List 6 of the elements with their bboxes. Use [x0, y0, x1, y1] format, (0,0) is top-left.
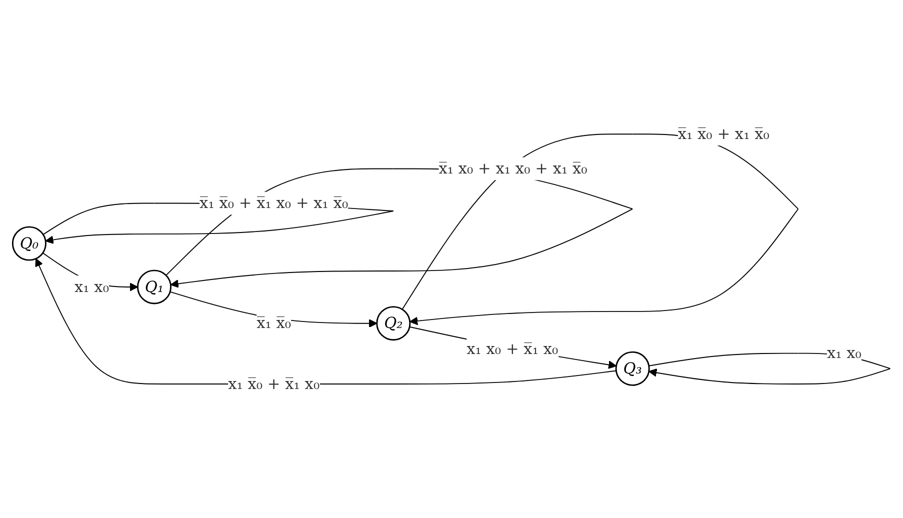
state-circle: Q₃	[615, 351, 650, 386]
state-circle: Q₂	[376, 306, 411, 341]
edge-label: x̅₁ x̅₀ + x̅₁ x₀ + x₁ x̅₀	[200, 192, 348, 215]
edge-label: x̅₁ x₀ + x₁ x₀ + x₁ x̅₀	[438, 157, 588, 180]
state-circle: Q₁	[137, 270, 172, 304]
state-circle: Q₀	[12, 226, 46, 261]
